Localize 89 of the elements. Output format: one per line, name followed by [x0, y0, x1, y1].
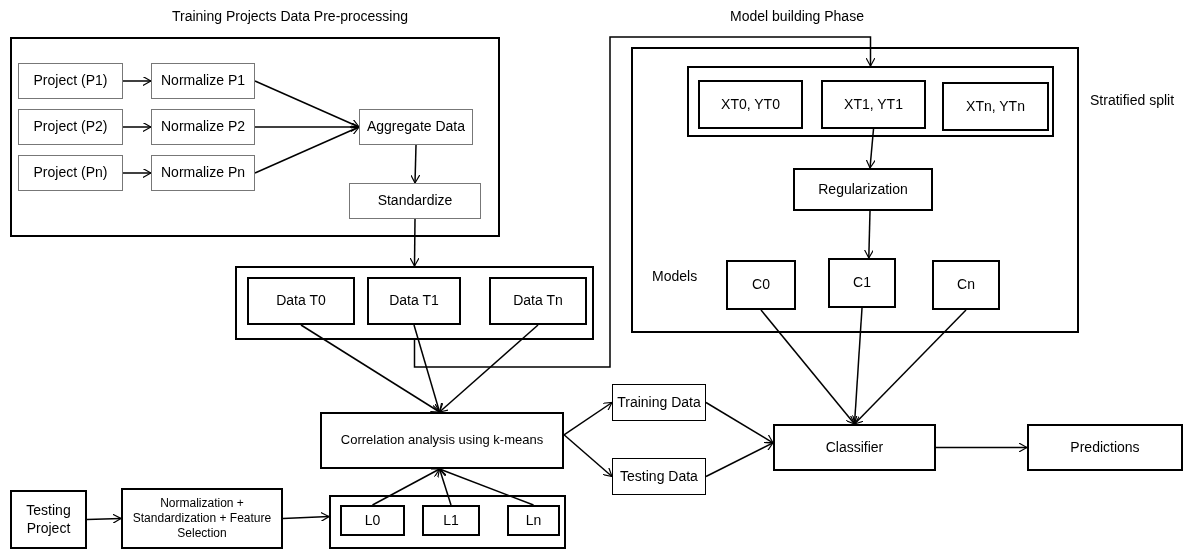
arrow — [849, 307, 863, 425]
process-box — [828, 258, 896, 308]
process-box — [773, 424, 936, 471]
arrow — [705, 441, 774, 478]
box-label: Normalize P1 — [161, 72, 245, 90]
box-label: Data T1 — [389, 292, 439, 310]
box-label: C1 — [853, 274, 871, 292]
process-box — [349, 183, 481, 219]
process-box — [821, 80, 926, 129]
process-box — [320, 412, 564, 469]
arrow — [122, 121, 152, 133]
arrow — [122, 167, 152, 179]
arrow — [413, 36, 876, 368]
process-box — [507, 505, 560, 536]
group-label: Models — [652, 267, 698, 286]
group-frame — [235, 266, 594, 340]
arrow — [438, 324, 539, 413]
arrow — [254, 121, 360, 133]
box-label: Cn — [957, 276, 975, 294]
arrow — [371, 468, 441, 506]
arrow — [254, 125, 360, 174]
process-box — [359, 109, 473, 145]
arrow — [865, 128, 876, 169]
arrow — [122, 75, 152, 87]
box-label: Standardize — [377, 192, 453, 210]
process-box — [612, 384, 706, 421]
process-box — [18, 155, 123, 191]
process-box — [151, 63, 255, 99]
box-label: C0 — [752, 276, 770, 294]
arrow — [86, 513, 122, 524]
box-label: Normalize P2 — [161, 118, 245, 136]
box-label: Ln — [525, 511, 542, 530]
box-label: L0 — [364, 511, 381, 530]
process-box — [942, 82, 1049, 131]
box-label: Classifier — [825, 438, 884, 457]
box-label: XT0, YT0 — [721, 95, 780, 114]
process-box — [726, 260, 796, 310]
box-label: Regularization — [818, 180, 908, 199]
box-label: Testing Data — [620, 467, 698, 486]
process-box — [1027, 424, 1183, 471]
box-label: Data Tn — [513, 292, 563, 310]
process-box — [247, 277, 355, 325]
arrow — [705, 401, 774, 444]
box-label: L1 — [443, 511, 459, 530]
arrow — [409, 218, 420, 267]
arrow — [935, 442, 1028, 453]
box-label: XTn, YTn — [966, 97, 1025, 116]
process-box — [151, 109, 255, 145]
box-label: Training Data — [617, 393, 701, 412]
process-box — [793, 168, 933, 211]
process-box — [151, 155, 255, 191]
process-box — [612, 458, 706, 495]
arrow — [438, 467, 535, 506]
process-box — [340, 505, 405, 536]
box-label: Testing Project — [25, 502, 72, 537]
arrow — [254, 80, 360, 129]
arrow — [853, 309, 967, 425]
arrow — [300, 324, 441, 413]
box-label: XT1, YT1 — [844, 95, 903, 114]
box-label: Predictions — [1070, 438, 1140, 457]
process-box — [932, 260, 1000, 310]
box-label: Correlation analysis using k-means — [340, 432, 544, 449]
box-label: Project (P1) — [33, 72, 108, 90]
box-label: Normalization + Standardization + Feature Selection — [131, 496, 273, 541]
process-box — [10, 490, 87, 549]
group-frame — [329, 495, 566, 549]
process-box — [367, 277, 461, 325]
process-box — [18, 109, 123, 145]
section-heading: Training Projects Data Pre-processing — [172, 7, 408, 26]
box-label: Project (P2) — [33, 118, 108, 136]
arrow — [863, 210, 875, 259]
arrow — [410, 144, 421, 184]
arrow — [563, 401, 613, 436]
arrow — [563, 434, 613, 478]
box-label: Data T0 — [276, 292, 326, 310]
process-box — [121, 488, 283, 549]
process-box — [489, 277, 587, 325]
process-box — [422, 505, 480, 536]
process-box — [698, 80, 803, 129]
box-label: Project (Pn) — [33, 164, 108, 182]
process-box — [18, 63, 123, 99]
arrow — [413, 324, 443, 413]
arrow — [437, 468, 452, 506]
box-label: Normalize Pn — [161, 164, 245, 182]
section-heading: Model building Phase — [730, 7, 864, 26]
side-caption: Stratified split — [1090, 91, 1175, 110]
arrow — [760, 309, 856, 425]
arrow — [282, 511, 330, 522]
box-label: Aggregate Data — [366, 118, 466, 136]
